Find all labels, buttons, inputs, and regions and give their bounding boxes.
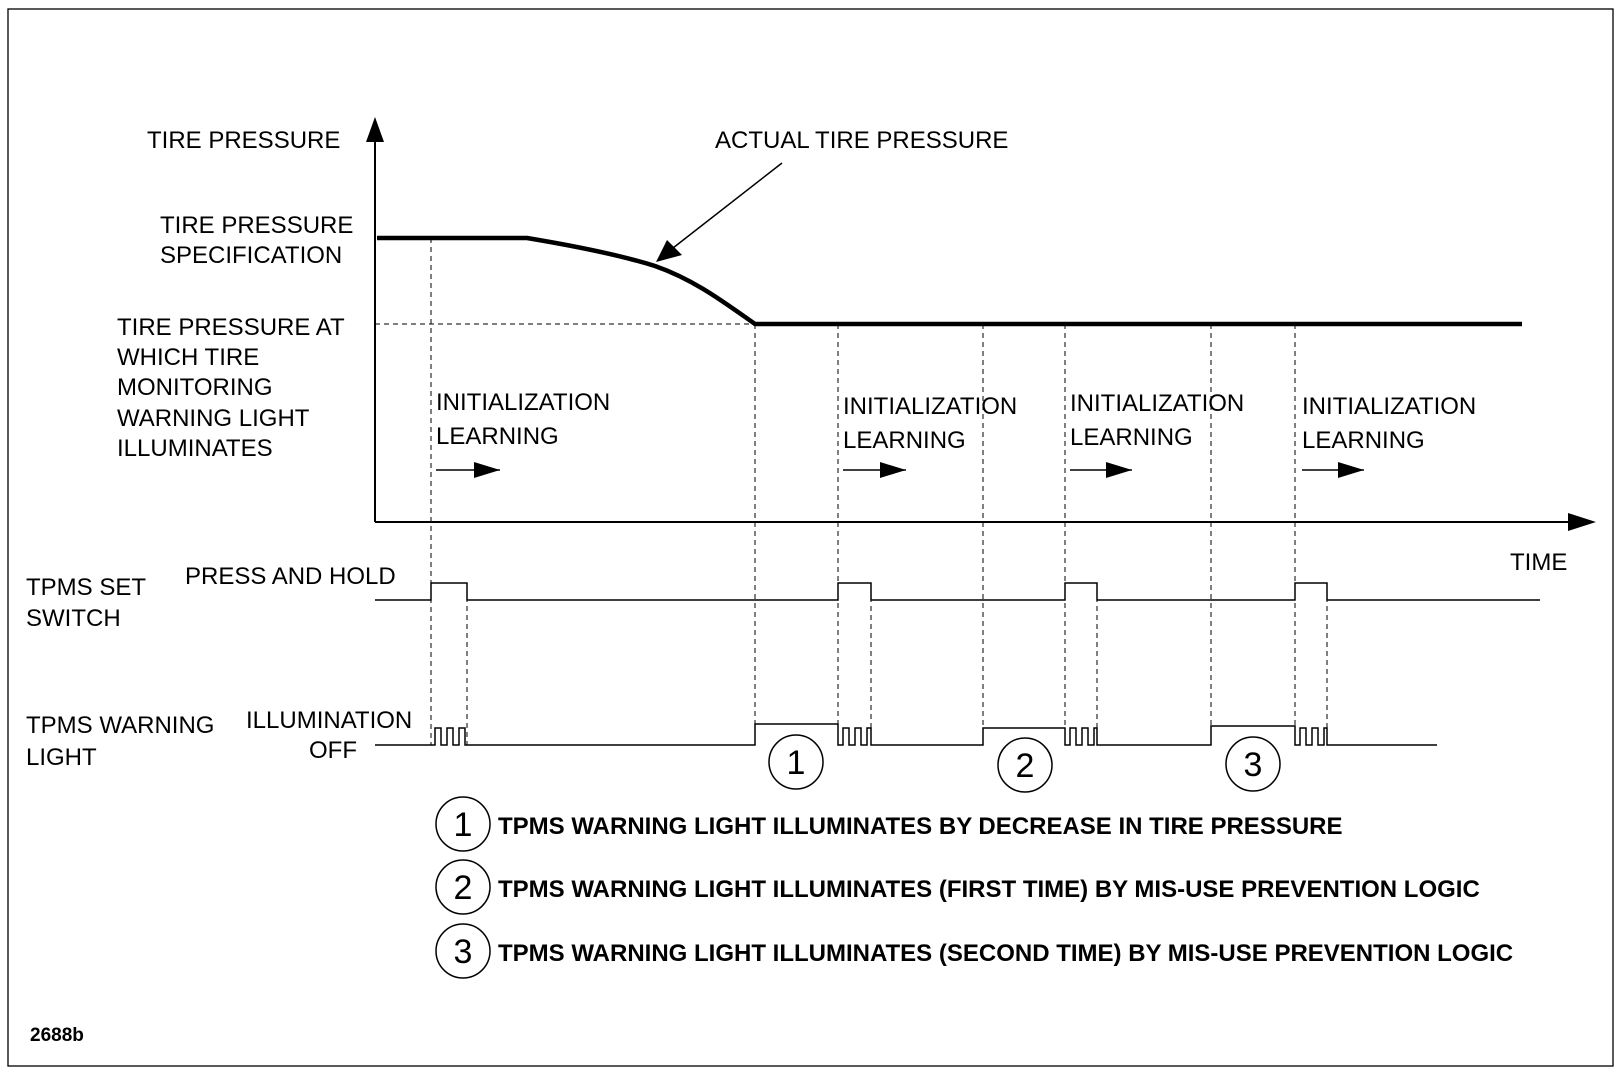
legend-marker-number: 3 [454, 933, 473, 971]
legend-item-1: 1 TPMS WARNING LIGHT ILLUMINATES BY DECR… [435, 796, 1343, 852]
learning-window-2: INITIALIZATION LEARNING [843, 393, 1017, 478]
legend-text: TPMS WARNING LIGHT ILLUMINATES BY DECREA… [498, 813, 1343, 840]
x-axis-arrowhead [1568, 513, 1596, 531]
light-signal-trace [375, 723, 1437, 746]
legend-marker-number: 2 [454, 869, 473, 907]
learning-arrowhead [1106, 462, 1132, 478]
spec-label-line-1: TIRE PRESSURE [160, 212, 353, 239]
light-signal-name-line-1: TPMS WARNING [26, 712, 214, 739]
legend-marker-number: 1 [454, 806, 473, 844]
switch-high-state-label: PRESS AND HOLD [185, 563, 396, 590]
threshold-label-line-3: MONITORING [117, 374, 273, 401]
event-marker-1: 1 [768, 734, 824, 790]
legend-item-3: 3 TPMS WARNING LIGHT ILLUMINATES (SECOND… [435, 923, 1513, 979]
learning-arrowhead [1338, 462, 1364, 478]
learning-arrowhead [474, 462, 500, 478]
learning-window-3: INITIALIZATION LEARNING [1070, 390, 1244, 478]
x-axis-label: TIME [1510, 549, 1567, 576]
marker-circle [997, 737, 1053, 793]
learning-arrowhead [880, 462, 906, 478]
marker-number: 3 [1244, 746, 1263, 784]
learning-label-line-1: INITIALIZATION [1070, 390, 1244, 417]
figure-border [7, 8, 1614, 1067]
learning-label-line-2: LEARNING [1070, 424, 1193, 451]
event-marker-2: 2 [997, 737, 1053, 793]
callout-arrowhead [656, 240, 682, 262]
curve-callout-label: ACTUAL TIRE PRESSURE [715, 127, 1008, 154]
light-signal-name-line-2: LIGHT [26, 744, 97, 771]
legend-item-2: 2 TPMS WARNING LIGHT ILLUMINATES (FIRST … [435, 859, 1480, 915]
actual-tire-pressure-curve [377, 235, 1522, 327]
learning-label-line-2: LEARNING [436, 423, 559, 450]
spec-label-line-2: SPECIFICATION [160, 242, 342, 269]
legend: 1 TPMS WARNING LIGHT ILLUMINATES BY DECR… [435, 796, 1513, 979]
timing-guides [430, 238, 1328, 745]
y-axis-label: TIRE PRESSURE [147, 127, 340, 154]
marker-number: 2 [1016, 747, 1035, 785]
threshold-label-line-5: ILLUMINATES [117, 435, 273, 462]
legend-marker-circle [435, 796, 491, 852]
learning-label-line-1: INITIALIZATION [843, 393, 1017, 420]
event-marker-3: 3 [1225, 736, 1281, 792]
legend-marker-circle [435, 923, 491, 979]
light-high-state-label: ILLUMINATION [246, 707, 412, 734]
light-low-state-label: OFF [309, 737, 357, 764]
switch-signal-name-line-2: SWITCH [26, 605, 121, 632]
marker-number: 1 [787, 744, 806, 782]
threshold-label-line-4: WARNING LIGHT [117, 405, 310, 432]
marker-circle [768, 734, 824, 790]
learning-window-4: INITIALIZATION LEARNING [1302, 393, 1476, 478]
marker-circle [1225, 736, 1281, 792]
legend-text: TPMS WARNING LIGHT ILLUMINATES (FIRST TI… [498, 876, 1480, 903]
learning-window-1: INITIALIZATION LEARNING [436, 389, 610, 478]
learning-label-line-1: INITIALIZATION [1302, 393, 1476, 420]
switch-signal-trace [375, 582, 1540, 601]
threshold-label-line-2: WHICH TIRE [117, 344, 259, 371]
threshold-label-line-1: TIRE PRESSURE AT [117, 314, 345, 341]
switch-signal-name-line-1: TPMS SET [26, 574, 146, 601]
learning-label-line-1: INITIALIZATION [436, 389, 610, 416]
y-axis-arrowhead [366, 117, 384, 142]
learning-label-line-2: LEARNING [1302, 427, 1425, 454]
callout-leader-line [672, 162, 783, 249]
figure-id: 2688b [30, 1025, 84, 1046]
legend-marker-circle [435, 859, 491, 915]
legend-text: TPMS WARNING LIGHT ILLUMINATES (SECOND T… [498, 940, 1513, 967]
learning-label-line-2: LEARNING [843, 427, 966, 454]
